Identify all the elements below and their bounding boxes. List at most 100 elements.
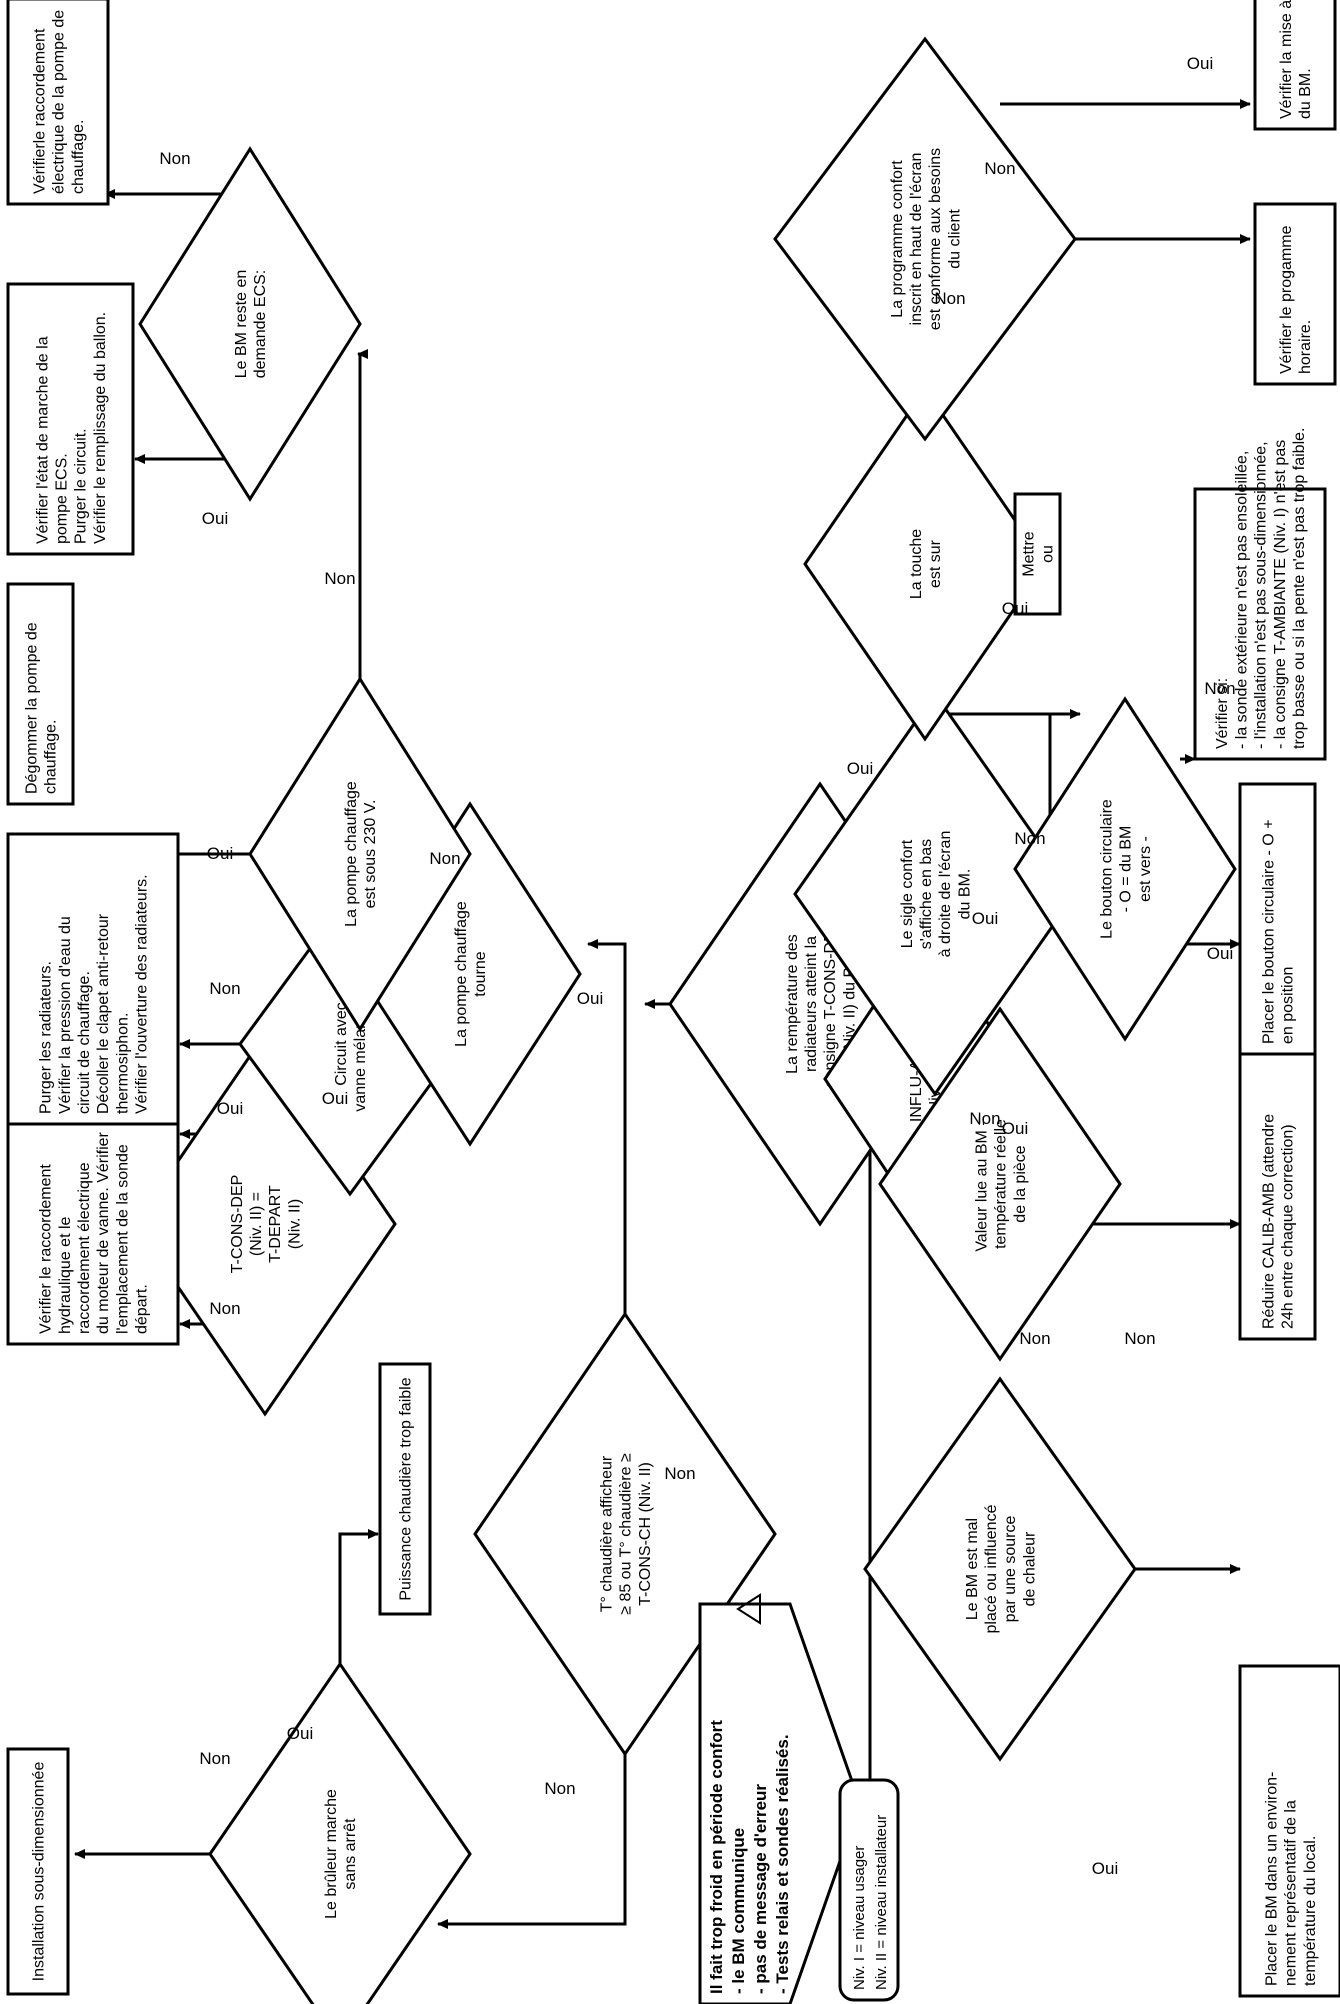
text-line: T-CONS-DEP xyxy=(229,1175,246,1274)
start-item: - le BM communique xyxy=(729,1828,748,1994)
text-line: Le BM est mal xyxy=(964,1518,981,1620)
action-box xyxy=(6,0,110,206)
text-line: T-DEPART xyxy=(267,1185,284,1263)
action-a-purger: Purger les radiateurs.Vérifier la pressi… xyxy=(6,832,180,1126)
label-non: Non xyxy=(664,1464,695,1483)
text-line: Purger les radiateurs. xyxy=(38,961,55,1114)
text-line: est sous 230 V. xyxy=(362,800,379,909)
text-line: Vérifier si: xyxy=(1214,678,1231,749)
text-line: La pompe chauffage xyxy=(453,901,470,1047)
text-line: - l'installation n'est pas sous-dimensio… xyxy=(1253,441,1270,749)
action-a-placer-bouton: Placer le bouton circulaire - O +en posi… xyxy=(1238,782,1317,1056)
text-line: chauffage. xyxy=(43,720,60,794)
decision-diamond xyxy=(863,1376,1137,1762)
text-line: T-CONS-CH (Niv. II) xyxy=(637,1462,654,1606)
start-shape xyxy=(698,1602,862,2004)
text-line: - O = du BM xyxy=(1118,826,1135,913)
text-line: l'emplacement de la sonde xyxy=(114,1144,131,1334)
text-line: Vérifier le raccordement xyxy=(38,1164,55,1334)
action-box xyxy=(1253,0,1337,131)
action-box xyxy=(1238,782,1317,1056)
label-oui: Oui xyxy=(1002,1119,1028,1138)
text-line: Installation sous-dimensionnée xyxy=(31,1762,48,1982)
text-line: Vérifier la mise à l'heure xyxy=(1278,0,1295,119)
text-line: tourne xyxy=(472,951,489,996)
label-non: Non xyxy=(324,569,355,588)
text-line: Vérifierle raccordement xyxy=(31,28,48,194)
start-item: - Tests relais et sondes réalisés. xyxy=(773,1734,792,1994)
label-non: Non xyxy=(984,159,1015,178)
label-oui: Oui xyxy=(1187,54,1213,73)
text-line: Décoller le clapet anti-retour xyxy=(95,913,112,1114)
text-line: - la sonde extérieure n'est pas ensoleil… xyxy=(1233,451,1250,749)
text-line: ou xyxy=(1040,545,1057,563)
text-line: de chaleur xyxy=(1021,1531,1038,1606)
decision-diamond xyxy=(773,36,1077,442)
label-non: Non xyxy=(199,1749,230,1768)
text-line: sans arrêt xyxy=(342,1818,359,1890)
text-line: Dégommer la pompe de xyxy=(24,622,41,794)
text-line: du client xyxy=(946,209,963,269)
text-line: nement représentatif de la xyxy=(1283,1800,1300,1986)
action-a-placer-bm: Placer le BM dans un environ-nement repr… xyxy=(1238,1664,1340,1998)
text-line: ≥ 85 ou T° chaudière ≥ xyxy=(618,1453,635,1615)
decision-diamond xyxy=(208,1661,472,2004)
label-non: Non xyxy=(159,149,190,168)
text-line: Vérifier le progamme xyxy=(1278,225,1295,374)
action-a-puissance: Puissance chaudière trop faible xyxy=(378,1362,432,1616)
text-line: électrique de la pompe de xyxy=(51,10,68,194)
label-oui: Oui xyxy=(1092,1859,1118,1878)
start-item: - pas de message d'erreur xyxy=(751,1784,770,1994)
text-line: est conforme aux besoins xyxy=(927,148,944,330)
action-box xyxy=(6,1747,70,1996)
text-line: Vérifier l'ouverture des radiateurs. xyxy=(134,874,151,1114)
action-box xyxy=(1013,492,1062,616)
action-box xyxy=(1253,202,1337,386)
text-line: Mettre xyxy=(1021,531,1038,576)
text-line: s'affiche en bas xyxy=(918,839,935,949)
text-line: à droite de l'écran xyxy=(937,831,954,958)
label-non: Non xyxy=(209,979,240,998)
text-line: T° chaudière afficheur xyxy=(598,1455,615,1612)
text-line: Vérifier l'état de marche de la xyxy=(34,336,51,544)
text-line: Le bouton circulaire xyxy=(1098,799,1115,939)
arrow-tchaud-oui xyxy=(587,939,627,1424)
text-line: Vérifier la pression d'eau du xyxy=(57,916,74,1114)
label-non: Non xyxy=(544,1779,575,1798)
text-line: température du local. xyxy=(1302,1836,1319,1986)
text-line: 24h entre chaque correction) xyxy=(1280,1124,1297,1329)
label-non: Non xyxy=(934,289,965,308)
label-oui: Oui xyxy=(322,1089,348,1108)
text-line: demande ECS: xyxy=(252,270,269,379)
text-line: La rempérature des xyxy=(784,934,801,1074)
decision-diamond xyxy=(878,1006,1122,1362)
text-line: horaire. xyxy=(1297,320,1314,374)
text-line: est sur xyxy=(927,539,944,588)
text-line: départ. xyxy=(134,1284,151,1334)
text-line: en position xyxy=(1280,967,1297,1044)
text-line: radiateurs atteint la xyxy=(803,936,820,1072)
label-oui: Oui xyxy=(1002,599,1028,618)
action-box xyxy=(378,1362,432,1616)
text-line: Le BM reste en xyxy=(233,270,250,379)
action-box xyxy=(1238,1664,1340,1998)
action-a-install: Installation sous-dimensionnée xyxy=(6,1747,70,1996)
label-oui: Oui xyxy=(217,1099,243,1118)
text-line: Réduire CALIB-AMB (attendre xyxy=(1261,1114,1278,1329)
text-line: Le brûleur marche xyxy=(323,1789,340,1919)
text-line: Le sigle confort xyxy=(899,839,916,948)
